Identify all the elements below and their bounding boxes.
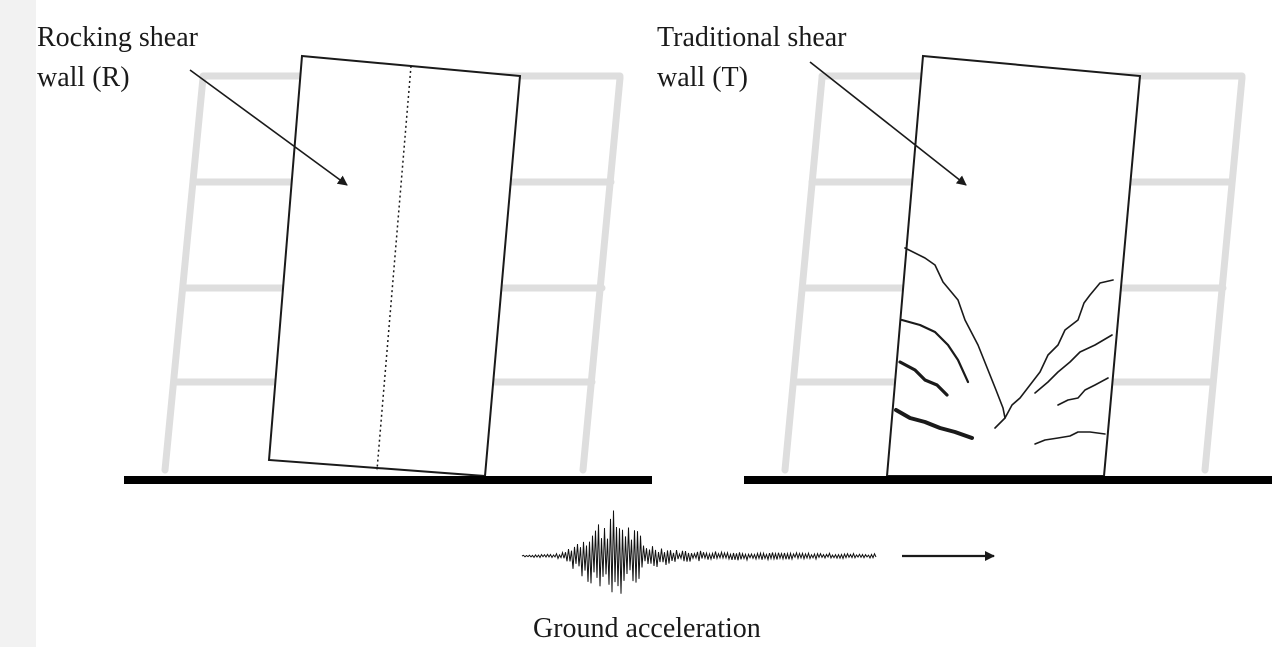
crack-right-3 bbox=[1057, 377, 1109, 406]
crack-left-main bbox=[904, 247, 1006, 419]
crack-left-4 bbox=[894, 408, 974, 440]
ground-acceleration-label: Ground acceleration bbox=[533, 613, 761, 644]
crack-left-3 bbox=[898, 360, 949, 397]
left-frame-column-right bbox=[579, 74, 624, 474]
crack-right-4 bbox=[1034, 431, 1106, 445]
crack-left-2 bbox=[900, 318, 970, 384]
wall-cracks bbox=[894, 247, 1114, 445]
traditional-shear-wall bbox=[885, 54, 1142, 477]
side-strip bbox=[0, 0, 36, 647]
rocking-shear-wall bbox=[267, 54, 522, 478]
rocking-wall-label-line1: Rocking shear bbox=[37, 22, 199, 53]
crack-right-2 bbox=[1034, 334, 1113, 394]
rocking-wall-label-line2: wall (R) bbox=[37, 62, 130, 93]
left-frame-column-left bbox=[161, 74, 207, 474]
right-frame-column-right bbox=[1201, 74, 1246, 474]
traditional-wall-outline bbox=[885, 54, 1142, 477]
crack-right-main bbox=[994, 279, 1114, 429]
rocking-label-arrow bbox=[189, 69, 348, 186]
right-frame-column-left bbox=[781, 74, 826, 474]
traditional-wall-label-line2: wall (T) bbox=[657, 62, 748, 93]
traditional-wall-label-line1: Traditional shear bbox=[657, 22, 847, 53]
traditional-label-arrow bbox=[809, 61, 967, 186]
ground-acceleration-waveform bbox=[521, 510, 877, 594]
